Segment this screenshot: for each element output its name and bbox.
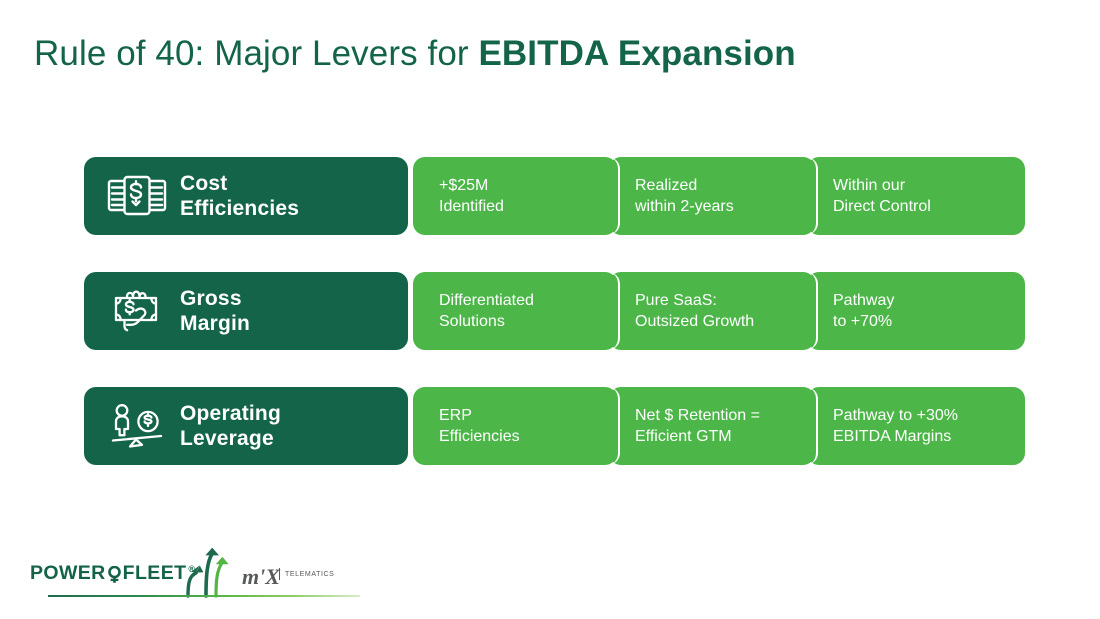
lever-label-text: Cost Efficiencies [180,172,300,220]
lever-cell[interactable]: Pathway to +70% [807,272,1025,350]
lever-cell-text: Differentiated Solutions [439,292,534,330]
lever-label-card[interactable]: Gross Margin [84,272,408,350]
lever-cell-text: +$25M Identified [439,177,504,215]
lever-cells: ERP Efficiencies Net $ Retention = Effic… [413,387,1025,465]
powerfleet-keyhole-icon [107,565,122,584]
lever-cell-text: Pure SaaS: Outsized Growth [635,292,755,330]
lever-cells: Differentiated Solutions Pure SaaS: Outs… [413,272,1025,350]
powerfleet-wordmark: POWER FLEET ® [30,562,195,585]
lever-cell-text: Net $ Retention = Efficient GTM [635,407,760,445]
lever-cell[interactable]: Within our Direct Control [807,157,1025,235]
lever-label-text: Gross Margin [180,287,251,335]
lever-label-card[interactable]: Operating Leverage [84,387,408,465]
lever-label-card[interactable]: Cost Efficiencies [84,157,408,235]
lever-row: Cost Efficiencies +$25M Identified Reali… [84,157,1025,235]
lever-row: Gross Margin Differentiated Solutions Pu… [84,272,1025,350]
lever-cell[interactable]: Differentiated Solutions [413,272,620,350]
lever-cell-text: Realized within 2-years [635,177,734,215]
lever-cells: +$25M Identified Realized within 2-years… [413,157,1025,235]
growth-arrows-icon [178,546,248,598]
registered-mark: ® [188,563,196,574]
page-title-light: Rule of 40: Major Levers for [34,34,479,73]
page-title: Rule of 40: Major Levers for EBITDA Expa… [34,32,796,76]
logo-baseline-rule [48,595,360,597]
powerfleet-word-power: POWER [30,562,106,584]
lever-label-text: Operating Leverage [180,402,281,450]
lever-cell-text: ERP Efficiencies [439,407,520,445]
lever-cell-text: Within our Direct Control [833,177,931,215]
lever-cell[interactable]: Pathway to +30% EBITDA Margins [807,387,1025,465]
cash-stack-icon [104,170,170,222]
lever-cell[interactable]: +$25M Identified [413,157,620,235]
lever-cell[interactable]: Pure SaaS: Outsized Growth [609,272,818,350]
mix-telematics-wordmark: m'X [242,564,280,589]
levers-table: Cost Efficiencies +$25M Identified Reali… [84,157,1025,465]
lever-cell[interactable]: ERP Efficiencies [413,387,620,465]
lever-cell-text: Pathway to +30% EBITDA Margins [833,407,958,445]
lever-cell[interactable]: Net $ Retention = Efficient GTM [609,387,818,465]
person-dollar-seesaw-icon [104,400,170,452]
footer-logo-lockup: POWER FLEET ® m'X [30,546,360,603]
powerfleet-word-fleet: FLEET [122,562,187,584]
mix-telematics-subtext: TELEMATICS [285,571,335,578]
logo-divider [279,568,280,580]
lever-cell-text: Pathway to +70% [833,292,895,330]
lever-cell[interactable]: Realized within 2-years [609,157,818,235]
lever-row: Operating Leverage ERP Efficiencies Net … [84,387,1025,465]
page-title-bold: EBITDA Expansion [478,34,796,73]
hand-holding-money-icon [104,285,170,337]
